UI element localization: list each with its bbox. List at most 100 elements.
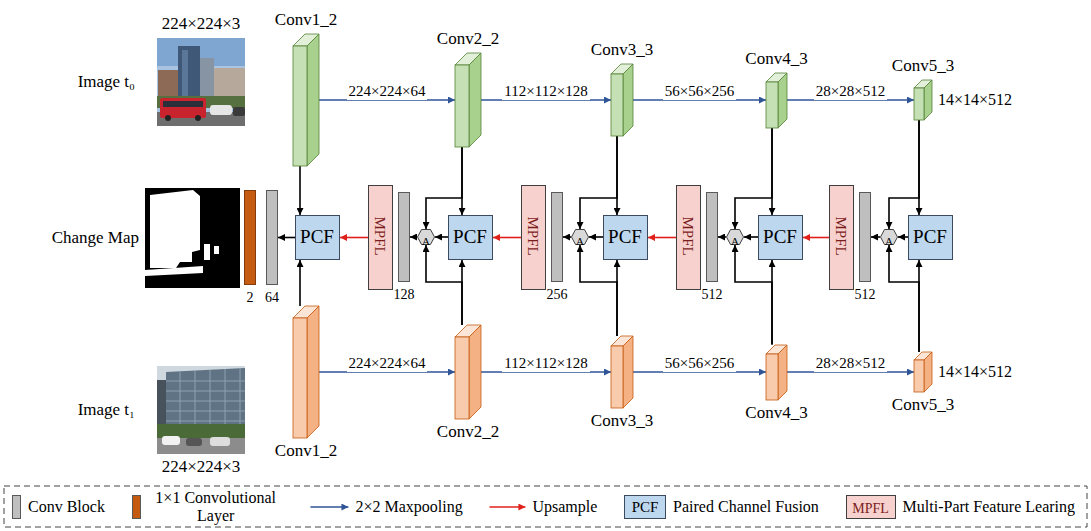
car <box>210 437 230 446</box>
trees <box>157 96 245 108</box>
label-slot: 28×28×512 <box>814 82 888 100</box>
node-label: Image t₀ <box>78 72 135 92</box>
car <box>233 107 245 116</box>
legend-frame <box>4 486 1087 527</box>
mpfl-module: MPFL <box>676 185 701 290</box>
conv-block-3d <box>766 73 787 128</box>
legend-line-sample <box>489 506 525 508</box>
conv-layer-block: Conv4_3 <box>766 345 787 400</box>
feature-arrow <box>410 236 417 238</box>
node-label: 64 <box>265 290 279 306</box>
upsample-arrow <box>340 237 368 239</box>
sky <box>157 366 245 454</box>
text-slot: 2 <box>247 288 255 304</box>
mpfl-module: MPFL <box>521 185 546 290</box>
conv-block: 64 <box>266 190 278 285</box>
conv-block: 256 <box>551 192 563 282</box>
legend-slot: 1×1 Convolutional Layer <box>148 489 285 526</box>
node-label: 512 <box>702 287 723 303</box>
node-label: 224×224×3 <box>162 457 241 477</box>
feature-arrow <box>563 236 571 238</box>
text-slot: Image t₀ <box>78 72 136 92</box>
block-front-face <box>766 354 778 400</box>
legend-module-name: MPFL <box>852 501 889 517</box>
feature-arrow <box>299 260 301 306</box>
node-label: Conv1_2 <box>275 10 337 30</box>
legend-slot: Paired Channel Fusion <box>673 498 820 516</box>
node-label: PCF <box>300 226 334 248</box>
conv-layer-block: Conv5_3 <box>914 352 932 392</box>
feature-arrow <box>299 166 301 215</box>
text-slot: PCF <box>453 226 488 248</box>
text-slot: A <box>731 231 740 244</box>
text-slot: 224×224×3 <box>162 457 242 477</box>
node-label: MPFL <box>524 217 541 256</box>
mpfl-module: MPFL <box>368 185 393 290</box>
sky <box>157 38 245 126</box>
bus <box>160 98 206 118</box>
text-slot: 512 <box>702 285 724 301</box>
node-label: Conv5_3 <box>892 395 954 415</box>
tensor-size-label: 14×14×512 <box>938 91 1012 109</box>
changed-area <box>145 266 203 276</box>
node-label: 128 <box>394 287 415 303</box>
conv-block: 512 <box>859 192 871 282</box>
node-label: Conv5_3 <box>892 56 954 76</box>
label-slot: 14×14×512 <box>938 91 1013 109</box>
car <box>210 105 232 115</box>
unchanged-area <box>145 188 240 288</box>
legend-slot: Multi-Part Feature Learing <box>903 498 1076 516</box>
attention-hexagon: A <box>571 229 589 245</box>
node-label: Conv3_3 <box>591 40 653 60</box>
conv-layer-block: Conv5_3 <box>914 80 932 120</box>
attention-hexagon: A <box>726 229 744 245</box>
conv-block-3d <box>455 53 481 147</box>
node-label: Conv2_2 <box>437 422 499 442</box>
upsample-arrow <box>648 237 676 239</box>
conv-block: 128 <box>398 192 410 282</box>
legend-label: Multi-Part Feature Learing <box>903 498 1075 516</box>
label-slot: 56×56×256 <box>663 354 737 372</box>
feature-arrow <box>278 237 295 239</box>
conv-layer-block: Conv4_3 <box>766 73 787 128</box>
block-side-face <box>623 336 633 408</box>
legend-color-swatch <box>12 495 21 519</box>
tensor-size-label: 28×28×512 <box>814 83 887 100</box>
input-image: Image t₁224×224×3 <box>157 366 245 454</box>
node-label: Conv2_2 <box>437 29 499 49</box>
tensor-size-label: 112×112×128 <box>502 355 589 372</box>
text-slot: MPFL <box>525 217 542 257</box>
block-side-face <box>924 352 932 392</box>
text-slot: PCF <box>608 226 643 248</box>
text-slot: MPFL <box>680 217 697 257</box>
label-slot: MPFL <box>852 499 890 517</box>
label-slot: 224×224×64 <box>347 354 429 372</box>
node-label: Image t₁ <box>78 400 135 420</box>
node-label: 224×224×3 <box>162 14 241 34</box>
conv-layer-block: Conv1_2 <box>293 306 319 438</box>
text-slot: PCF <box>913 226 948 248</box>
wheel <box>195 115 201 121</box>
text-slot: MPFL <box>833 217 850 257</box>
car <box>186 438 202 446</box>
text-slot: 128 <box>394 285 416 301</box>
text-slot: 64 <box>265 288 280 304</box>
feature-arrow <box>744 236 758 238</box>
text-slot: A <box>885 231 894 244</box>
label-slot: 56×56×256 <box>663 82 737 100</box>
text-slot: PCF <box>300 226 335 248</box>
node-label: 512 <box>855 287 876 303</box>
text-slot: 224×224×3 <box>162 14 242 34</box>
block-side-face <box>778 345 787 400</box>
legend-label: 2×2 Maxpooling <box>355 498 462 516</box>
node-label: PCF <box>453 226 487 248</box>
upsample-arrow <box>803 237 829 239</box>
connectors <box>278 100 919 372</box>
legend-label: Paired Channel Fusion <box>673 498 819 516</box>
node-label: MPFL <box>832 217 849 256</box>
node-label: A <box>885 235 893 248</box>
node-label: Conv3_3 <box>591 411 653 431</box>
legend-module-swatch: PCF <box>624 495 666 519</box>
node-label: Change Map <box>52 228 139 248</box>
